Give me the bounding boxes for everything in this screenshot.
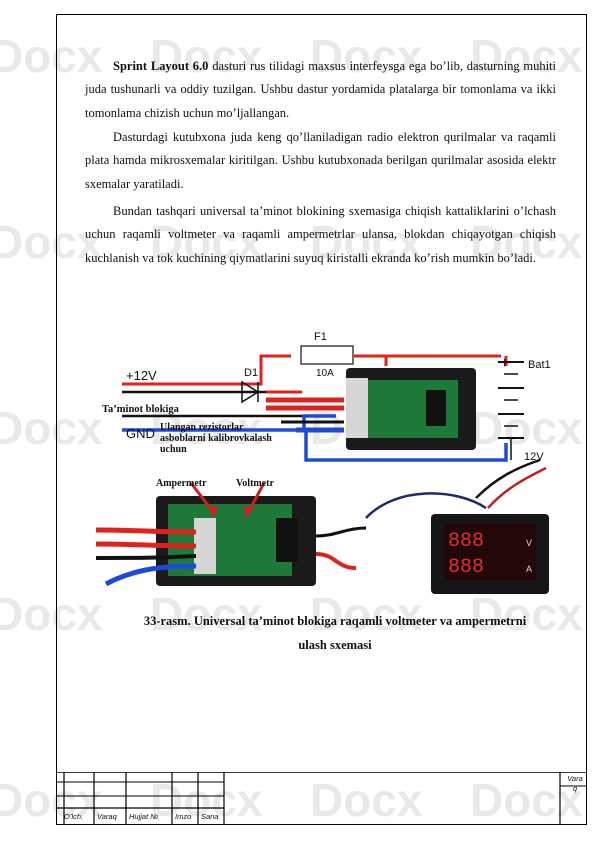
tb-imzo: Imzo: [175, 812, 192, 821]
figure-caption-line2: ulash sxemasi: [298, 638, 372, 652]
display-a-unit: A: [526, 564, 532, 574]
wiring-diagram-figure: 888 888 V A F1 10A D1 +12V Bat1 + 12V GN…: [96, 331, 551, 594]
label-gnd: GND: [126, 426, 155, 441]
label-f1: F1: [314, 331, 327, 343]
display-v-unit: V: [526, 538, 532, 548]
tb-olch: O’lch.: [64, 812, 84, 821]
paragraph-1-text: dasturi rus tilidagi maxsus interfeysga …: [85, 59, 556, 120]
fuse-f1: [300, 345, 354, 365]
tb-varaq-label: Vara q: [567, 774, 583, 793]
label-ampermetr: Ampermetr: [156, 478, 207, 489]
sprint-layout-name: Sprint Layout 6.0: [113, 59, 209, 73]
label-plus-sign: +: [500, 355, 509, 372]
paragraph-3: Bundan tashqari universal ta’minot bloki…: [85, 200, 556, 270]
paragraph-2: Dasturdagi kutubxona juda keng qo’llanil…: [85, 126, 556, 196]
title-block: [56, 772, 587, 825]
label-fuse-rating: 10A: [316, 368, 334, 379]
tb-hujjat: Hujjat №: [129, 812, 159, 821]
label-bat1: Bat1: [528, 359, 551, 371]
label-plus12v: +12V: [126, 368, 157, 383]
tb-varaq: Varaq: [97, 812, 117, 821]
paragraph-1: Sprint Layout 6.0 dasturi rus tilidagi m…: [85, 55, 556, 125]
figure-caption-line1: 33-rasm. Universal ta’minot blokiga raqa…: [143, 614, 527, 628]
paragraph-3-text: Bundan tashqari universal ta’minot bloki…: [85, 204, 556, 265]
page-frame: [56, 14, 587, 825]
paragraph-2-text: Dasturdagi kutubxona juda keng qo’llanil…: [85, 130, 556, 191]
label-d1: D1: [244, 367, 258, 379]
battery-bat1: [498, 361, 524, 460]
label-voltmetr: Voltmetr: [236, 478, 275, 489]
label-taminot: Ta’minot blokiga: [102, 404, 180, 415]
svg-text:888: 888: [448, 530, 484, 553]
tb-sana: Sana: [201, 812, 219, 821]
svg-text:888: 888: [448, 556, 484, 579]
label-rezistor: Ulangan rezistorlar asboblarni kalibrovk…: [160, 422, 272, 455]
label-12v: 12V: [524, 451, 544, 463]
diode-d1: [241, 380, 260, 404]
